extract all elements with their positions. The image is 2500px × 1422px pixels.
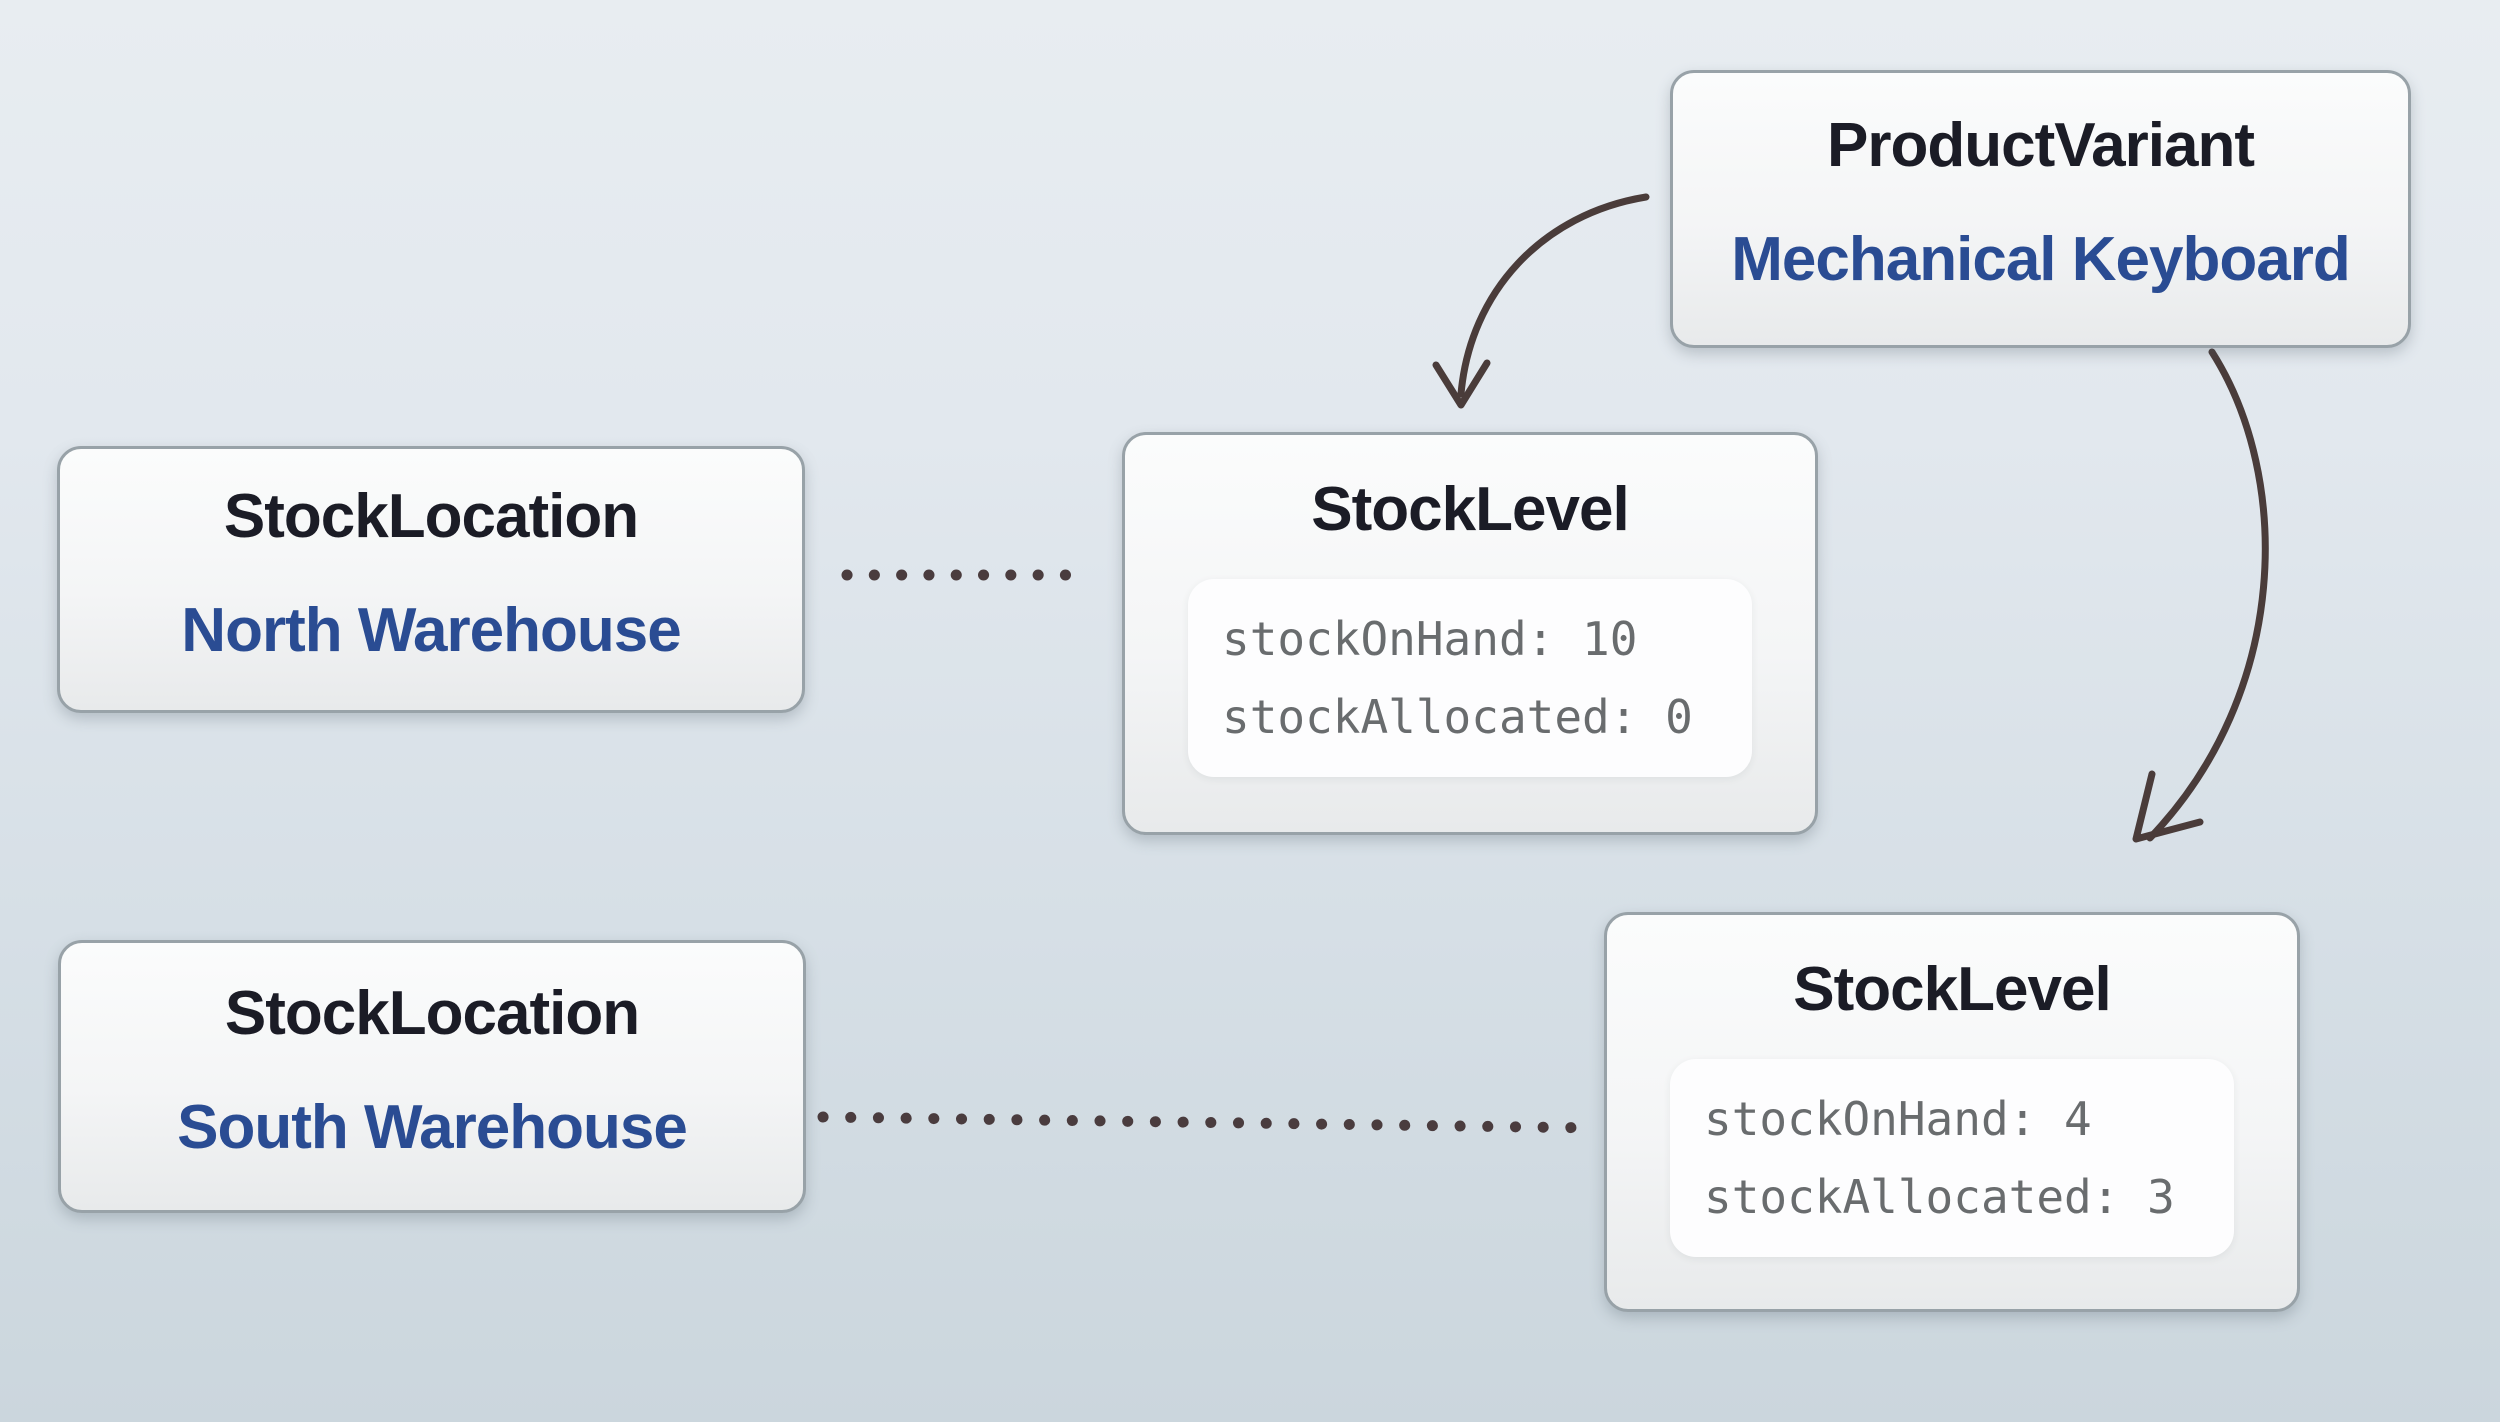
node-type-label: StockLocation [223, 481, 639, 551]
node-stock-level-south: StockLevel stockOnHand: 4 stockAllocated… [1604, 912, 2300, 1312]
arrowhead-icon [2132, 770, 2204, 843]
stock-field-line: stockOnHand: 4 [1704, 1092, 2092, 1146]
stock-fields-panel: stockOnHand: 10 stockAllocated: 0 [1188, 579, 1752, 777]
stock-field-line: stockOnHand: 10 [1222, 612, 1638, 666]
arrowhead-icon [1432, 359, 1491, 409]
arrow-productvariant-to-stocklevel-south [2146, 348, 2269, 842]
node-stock-location-south: StockLocation South Warehouse [58, 940, 806, 1213]
node-type-label: ProductVariant [1827, 111, 2255, 180]
arrow-productvariant-to-stocklevel-north [1457, 193, 1650, 398]
node-type-label: StockLocation [224, 978, 640, 1048]
node-type-label: StockLevel [1311, 475, 1629, 544]
node-instance-label: Mechanical Keyboard [1731, 225, 2350, 294]
stock-field-line: stockAllocated: 3 [1704, 1170, 2175, 1224]
node-product-variant: ProductVariant Mechanical Keyboard [1670, 70, 2411, 348]
stock-fields-panel: stockOnHand: 4 stockAllocated: 3 [1670, 1059, 2234, 1257]
node-type-label: StockLevel [1793, 955, 2111, 1024]
node-instance-label: North Warehouse [181, 595, 681, 665]
node-stock-level-north: StockLevel stockOnHand: 10 stockAllocate… [1122, 432, 1818, 835]
dotted-link-south [817, 1111, 1604, 1134]
stock-field-line: stockAllocated: 0 [1222, 690, 1693, 744]
node-stock-location-north: StockLocation North Warehouse [57, 446, 805, 713]
node-instance-label: South Warehouse [177, 1092, 688, 1162]
